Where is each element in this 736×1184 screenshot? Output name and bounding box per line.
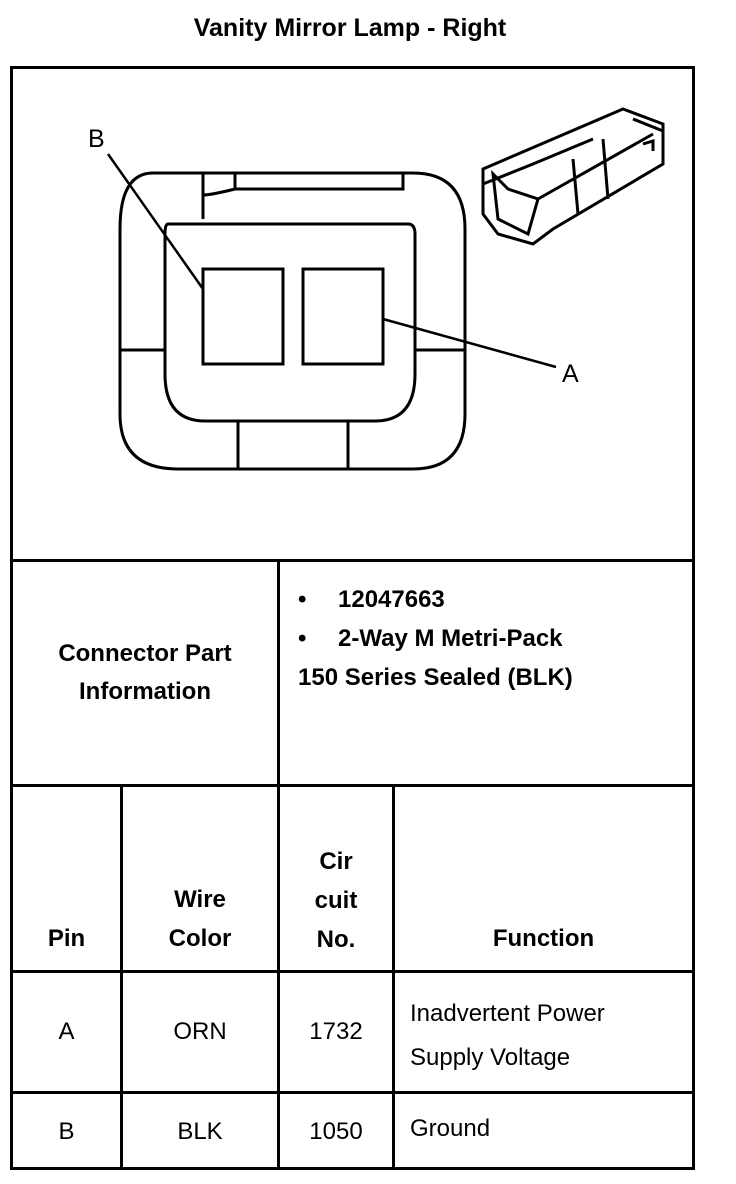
row-b-function: Ground [410,1115,491,1142]
header-pin: Pin [47,925,86,952]
list-item: •12047663 [298,586,445,613]
row-b-circuit: 1050 [309,1118,363,1145]
row-b-wire-color: BLK [177,1118,223,1145]
header-wire-color: Wire Color [123,878,277,960]
connector-info-label-line2: Information [79,678,211,705]
header-wire-color-line2: Color [168,925,232,952]
row-b-pin: B [58,1118,75,1145]
divider [10,559,695,562]
part-number: 12047663 [338,586,445,613]
row-a-pin: A [58,1018,75,1045]
header-circuit-line2: cuit [314,886,358,914]
connector-info-details: •12047663 •2-Way M Metri-Pack 150 Series… [298,580,573,697]
page-title: Vanity Mirror Lamp - Right [193,14,507,42]
pin-label-a: A [562,360,579,388]
divider [10,1091,695,1094]
row-a-circuit: 1732 [309,1018,363,1045]
header-circuit-line3: No. [316,925,356,953]
pin-label-b: B [88,125,105,153]
header-circuit-line1: Cir [319,847,353,875]
connector-series: 150 Series Sealed (BLK) [298,664,573,691]
connector-diagram [106,107,665,471]
header-circuit: Cir cuit No. [280,840,392,960]
connector-type: 2-Way M Metri-Pack [338,625,563,652]
connector-info-label: Connector Part Information [13,562,277,784]
list-item: •2-Way M Metri-Pack [298,625,563,652]
divider [10,970,695,973]
connector-info-label-line1: Connector Part [58,640,232,667]
divider [10,784,695,787]
divider [277,559,280,1170]
header-wire-color-line1: Wire [174,886,226,913]
divider [120,784,123,1170]
row-a-function-line1: Inadvertent Power [410,1000,605,1027]
table-frame [10,66,695,1170]
header-function: Function [492,925,595,952]
divider [392,784,395,1170]
row-a-wire-color: ORN [173,1018,227,1045]
row-a-function-line2: Supply Voltage [410,1044,571,1071]
row-a-function: Inadvertent Power Supply Voltage [410,992,605,1080]
